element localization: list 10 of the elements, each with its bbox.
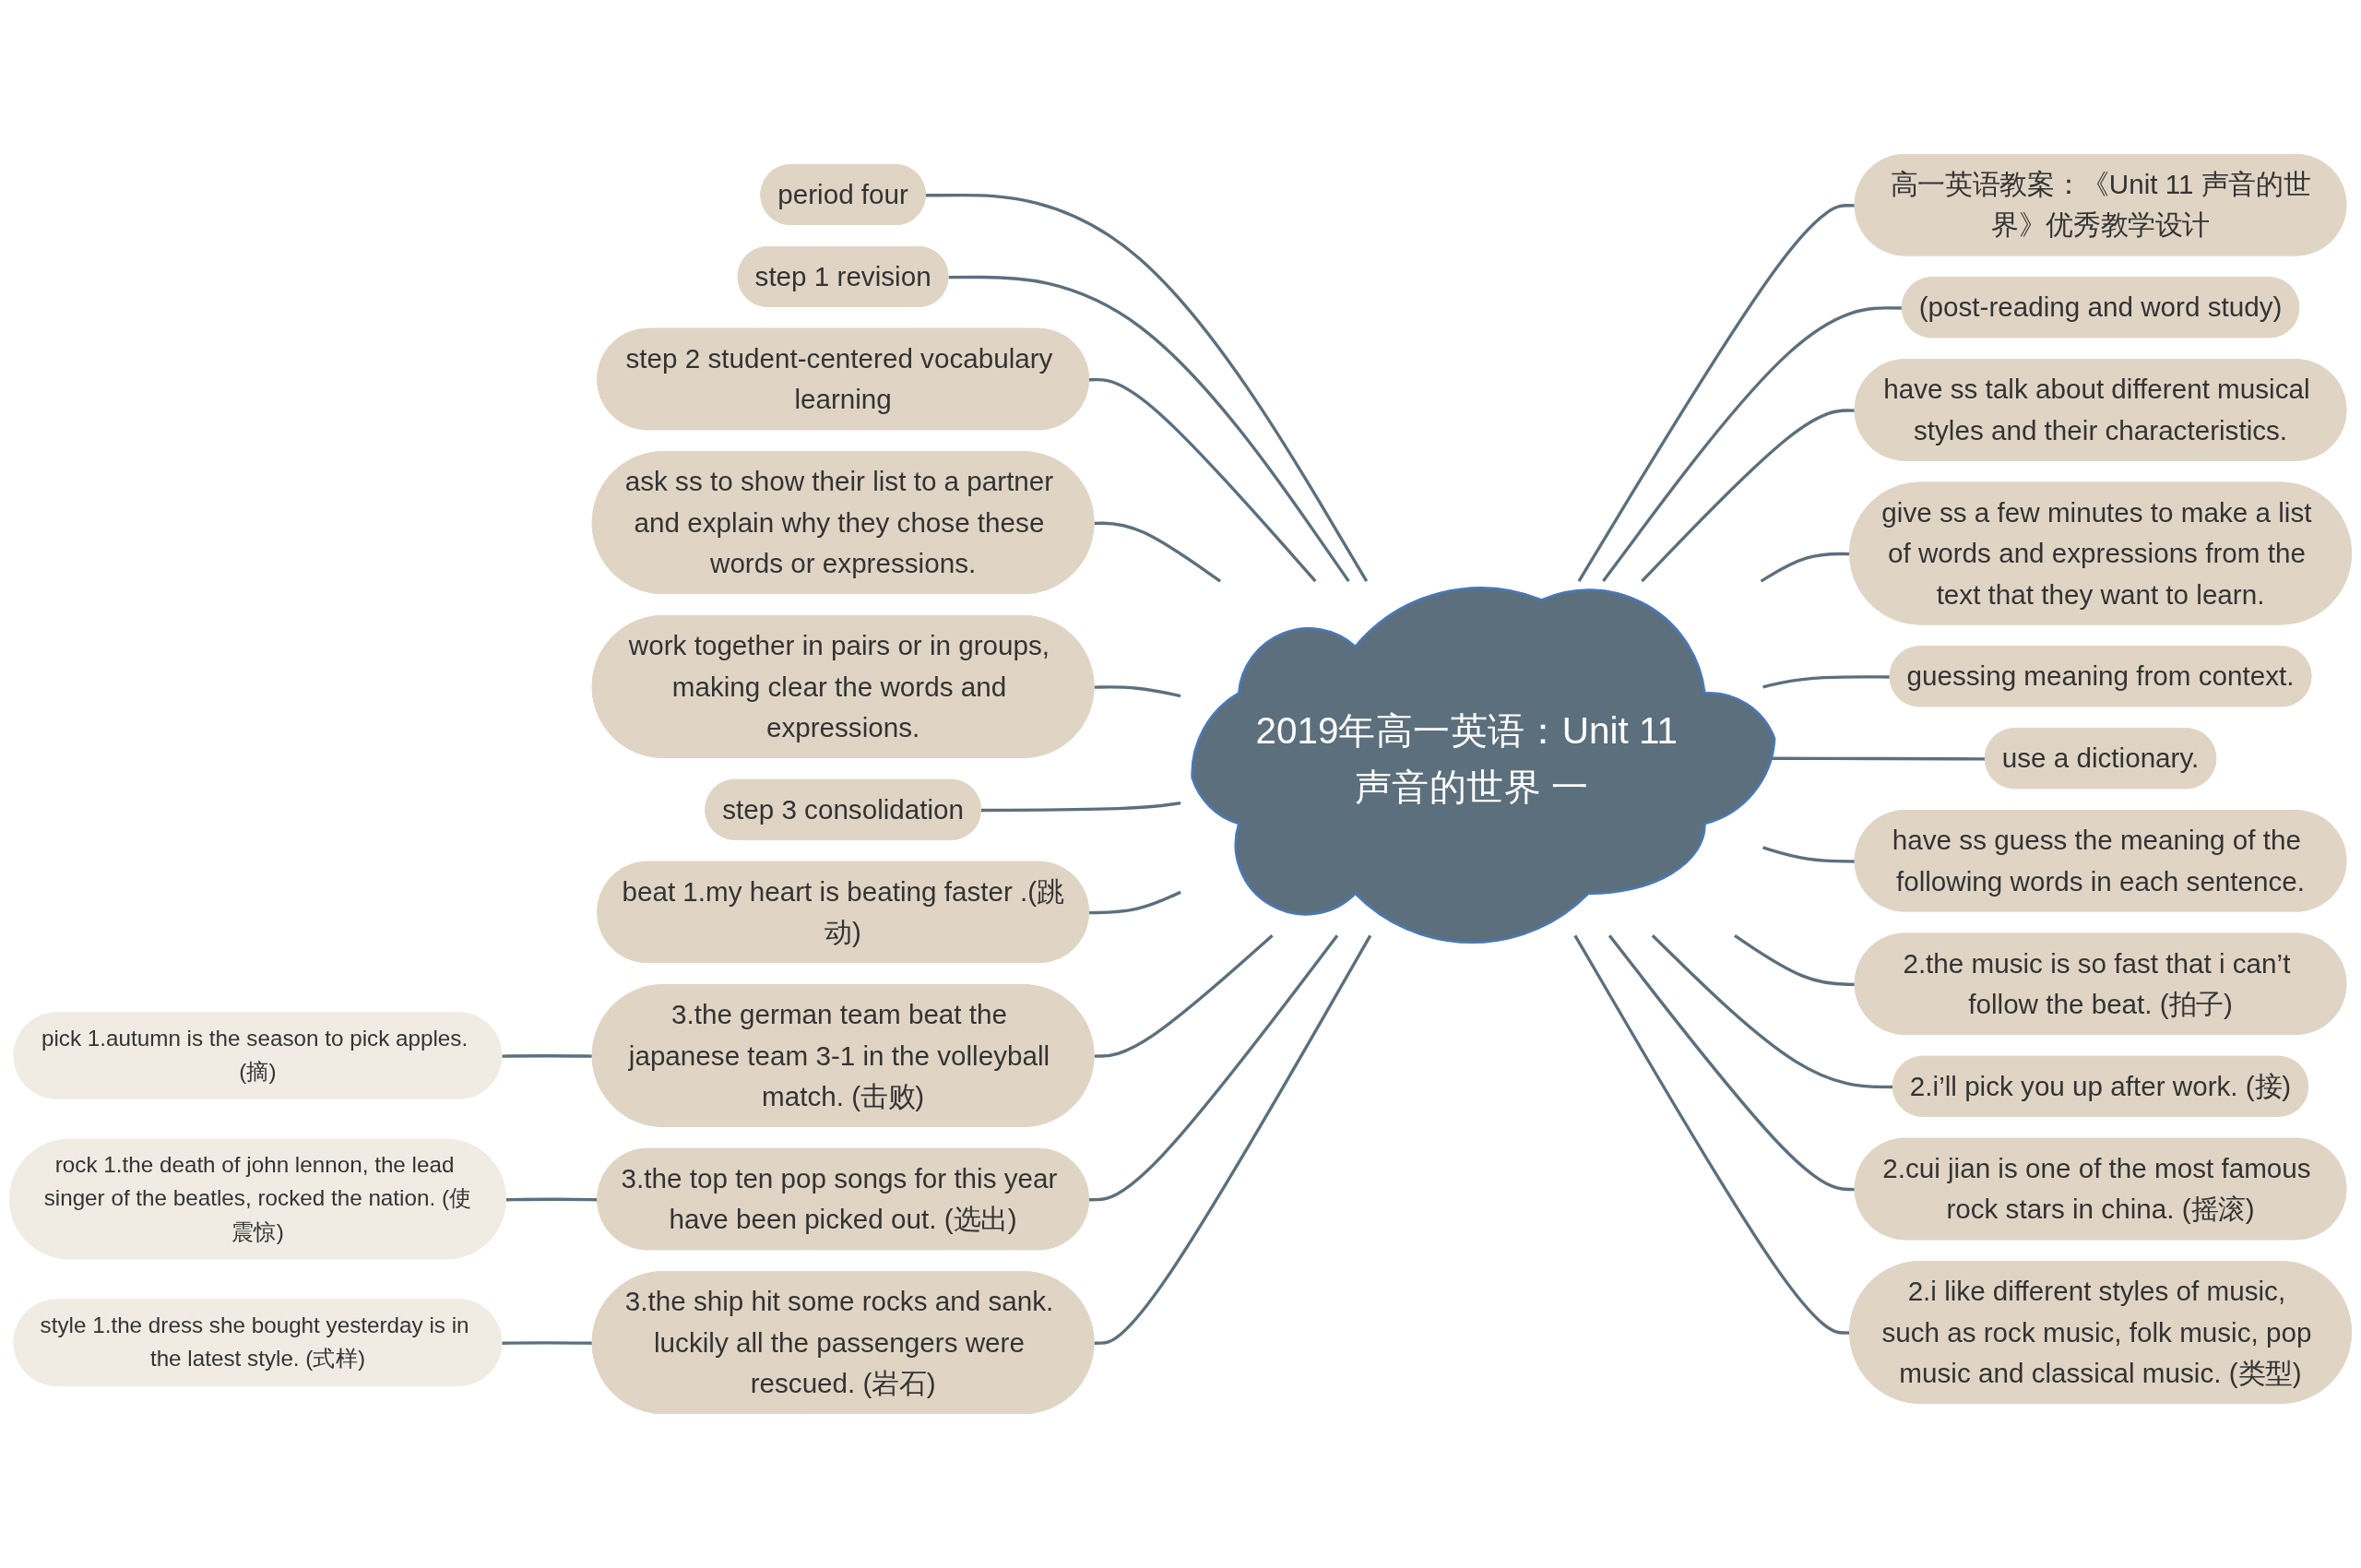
connector [925,193,1369,582]
connector [1088,934,1339,1202]
connector [1088,377,1317,583]
connector [1088,890,1181,915]
connector [1094,934,1274,1058]
connector [980,801,1181,813]
connector [1094,934,1372,1345]
connector [1094,521,1222,583]
connector [948,275,1350,583]
connector [1094,685,1181,698]
